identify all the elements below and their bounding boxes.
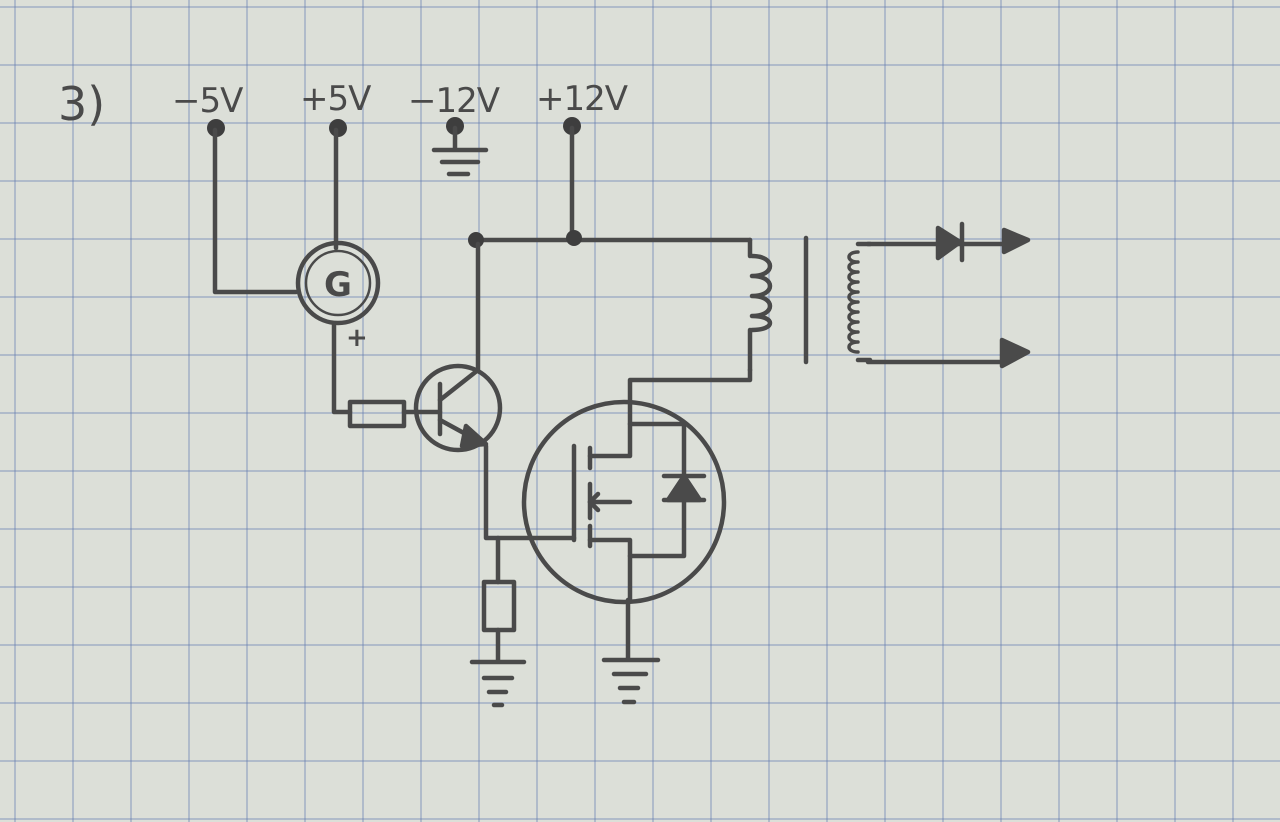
ground-symbol-resistor	[469, 627, 527, 708]
label-minus-12v: −12V	[408, 81, 500, 121]
generator-symbol: G	[295, 240, 381, 326]
generator-polarity-plus: +	[346, 323, 368, 353]
problem-number: 3)	[58, 77, 105, 131]
output-lower	[865, 337, 1031, 369]
pulldown-resistor	[481, 579, 517, 633]
mosfet	[521, 367, 753, 605]
rectifier-diode	[935, 225, 963, 261]
output-upper	[865, 221, 1031, 263]
wire-minus-5v	[212, 127, 299, 295]
junction-plus-12v-rail	[566, 230, 582, 246]
base-resistor	[347, 399, 407, 429]
label-plus-5v: +5V	[300, 79, 371, 119]
ground-symbol-mosfet	[601, 597, 661, 705]
wire-generator-out	[331, 321, 353, 415]
transformer-primary-coil	[747, 237, 773, 373]
transformer-secondary-coil	[847, 241, 873, 363]
output-arrow-upper	[1001, 227, 1031, 255]
label-plus-12v: +12V	[536, 79, 628, 119]
wire-emitter-to-gate	[483, 443, 577, 541]
ground-symbol-top	[431, 125, 489, 177]
label-minus-5v: −5V	[172, 81, 243, 121]
generator-label: G	[324, 265, 352, 305]
npn-transistor	[413, 241, 503, 453]
output-arrow-lower	[999, 337, 1031, 369]
terminal-plus-5v	[329, 119, 347, 137]
